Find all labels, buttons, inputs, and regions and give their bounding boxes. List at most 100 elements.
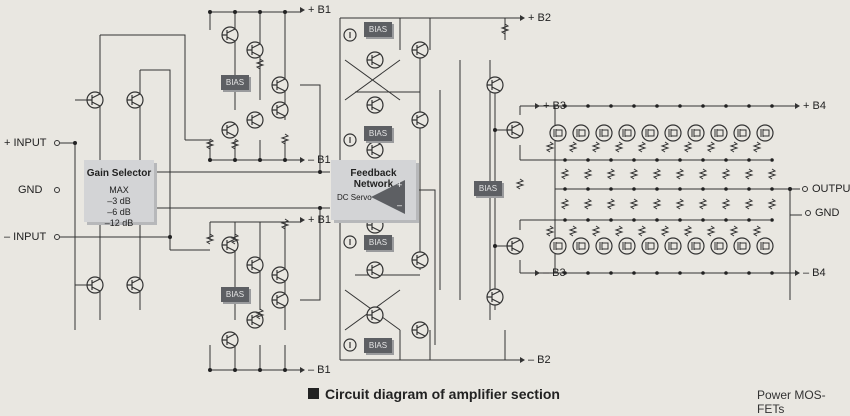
- resistor-icon: [660, 225, 670, 237]
- current-source-icon: [343, 338, 357, 352]
- junction-dot: [233, 10, 237, 14]
- resistor-icon: [560, 168, 570, 180]
- junction-dot: [586, 104, 590, 108]
- junction-dot: [724, 218, 728, 222]
- bias-block: BIAS: [364, 126, 392, 141]
- mosfet-icon: [618, 124, 636, 142]
- resistor-icon: [767, 198, 777, 210]
- gain-selector-title: Gain Selector: [86, 168, 152, 179]
- resistor-icon: [255, 308, 265, 320]
- mosfet-icon: [664, 124, 682, 142]
- transistor-icon: [366, 51, 384, 69]
- junction-dot: [632, 187, 636, 191]
- junction-dot: [678, 158, 682, 162]
- resistor-icon: [614, 225, 624, 237]
- junction-dot: [168, 235, 172, 239]
- junction-dot: [233, 158, 237, 162]
- junction-dot: [609, 104, 613, 108]
- transistor-icon: [246, 41, 264, 59]
- transistor-icon: [486, 76, 504, 94]
- junction-dot: [233, 368, 237, 372]
- resistor-icon: [515, 178, 525, 190]
- resistor-icon: [583, 168, 593, 180]
- resistor-icon: [752, 225, 762, 237]
- transistor-icon: [271, 101, 289, 119]
- junction-dot: [701, 271, 705, 275]
- junction-dot: [632, 104, 636, 108]
- resistor-icon: [637, 225, 647, 237]
- junction-dot: [318, 206, 322, 210]
- transistor-icon: [271, 266, 289, 284]
- current-source-icon: [343, 133, 357, 147]
- junction-dot: [724, 158, 728, 162]
- resistor-icon: [629, 198, 639, 210]
- bias-block: BIAS: [221, 287, 249, 302]
- junction-dot: [701, 187, 705, 191]
- junction-dot: [632, 218, 636, 222]
- rail-plus-b4: + B4: [803, 100, 826, 112]
- transistor-icon: [366, 306, 384, 324]
- junction-dot: [747, 271, 751, 275]
- transistor-icon: [366, 261, 384, 279]
- junction-dot: [655, 104, 659, 108]
- resistor-icon: [721, 198, 731, 210]
- resistor-icon: [652, 198, 662, 210]
- junction-dot: [586, 271, 590, 275]
- junction-dot: [655, 158, 659, 162]
- resistor-icon: [721, 168, 731, 180]
- mosfet-icon: [641, 237, 659, 255]
- resistor-icon: [230, 138, 240, 150]
- resistor-icon: [591, 225, 601, 237]
- junction-dot: [208, 158, 212, 162]
- transistor-icon: [366, 141, 384, 159]
- gain-option: –3 dB: [107, 196, 131, 206]
- junction-dot: [747, 104, 751, 108]
- junction-dot: [609, 271, 613, 275]
- junction-dot: [563, 158, 567, 162]
- transistor-icon: [271, 291, 289, 309]
- junction-dot: [770, 158, 774, 162]
- resistor-icon: [675, 168, 685, 180]
- junction-dot: [493, 128, 497, 132]
- transistor-icon: [221, 121, 239, 139]
- transistor-icon: [126, 91, 144, 109]
- mosfet-icon: [687, 237, 705, 255]
- resistor-icon: [683, 141, 693, 153]
- transistor-icon: [506, 237, 524, 255]
- resistor-icon: [230, 233, 240, 245]
- junction-dot: [609, 218, 613, 222]
- opamp-triangle-icon: [371, 180, 405, 214]
- junction-dot: [747, 218, 751, 222]
- minus-input-label: – INPUT: [4, 231, 47, 243]
- resistor-icon: [706, 225, 716, 237]
- plus-input-label: + INPUT: [4, 137, 47, 149]
- junction-dot: [678, 271, 682, 275]
- resistor-icon: [637, 141, 647, 153]
- junction-dot: [563, 104, 567, 108]
- junction-dot: [655, 187, 659, 191]
- gnd-input-label: GND: [18, 184, 43, 196]
- resistor-icon: [614, 141, 624, 153]
- resistor-icon: [591, 141, 601, 153]
- junction-dot: [655, 271, 659, 275]
- junction-dot: [770, 187, 774, 191]
- mosfet-icon: [641, 124, 659, 142]
- resistor-icon: [698, 168, 708, 180]
- transistor-icon: [126, 276, 144, 294]
- resistor-icon: [629, 168, 639, 180]
- junction-dot: [747, 158, 751, 162]
- mosfet-icon: [756, 237, 774, 255]
- junction-dot: [632, 158, 636, 162]
- junction-dot: [701, 104, 705, 108]
- transistor-icon: [221, 331, 239, 349]
- junction-dot: [208, 10, 212, 14]
- mosfet-icon: [664, 237, 682, 255]
- mosfet-icon: [710, 237, 728, 255]
- junction-dot: [678, 187, 682, 191]
- junction-dot: [770, 218, 774, 222]
- rail-minus-b1: – B1: [308, 154, 331, 166]
- resistor-icon: [606, 168, 616, 180]
- junction-dot: [678, 104, 682, 108]
- resistor-icon: [255, 58, 265, 70]
- junction-dot: [283, 10, 287, 14]
